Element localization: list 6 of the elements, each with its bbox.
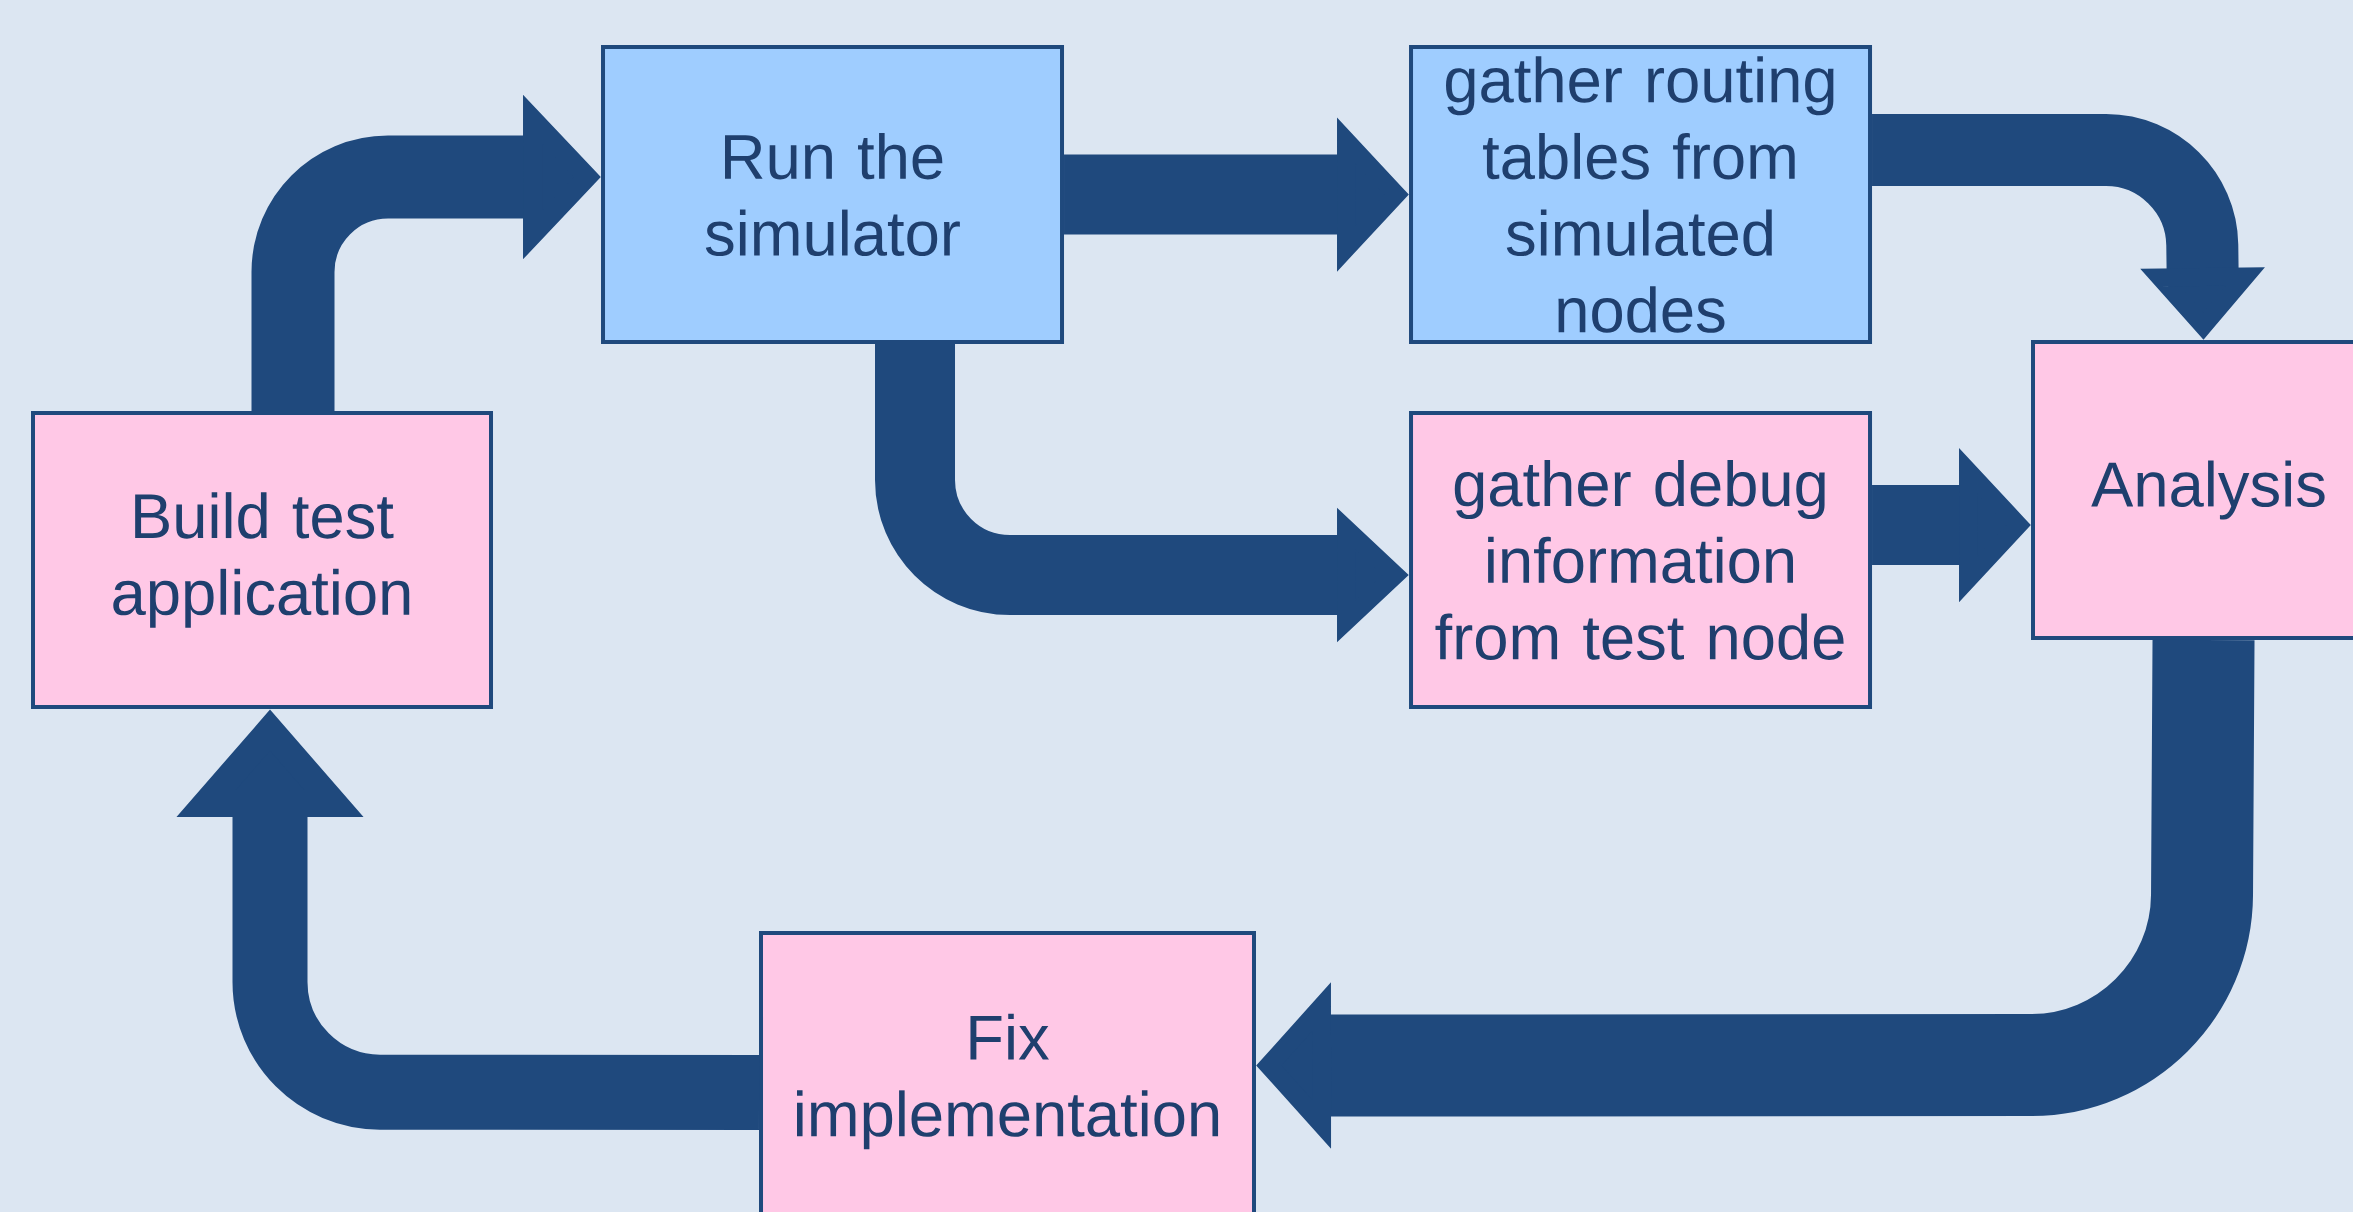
process-box: Analysis <box>2031 340 2353 641</box>
process-box: Fix implementation <box>759 931 1256 1212</box>
process-box: gather routing tables from simulated nodes <box>1409 45 1873 344</box>
process-box: Run the simulator <box>601 45 1064 344</box>
process-box: Build test application <box>31 411 493 709</box>
process-box: gather debug information from test node <box>1409 411 1873 709</box>
